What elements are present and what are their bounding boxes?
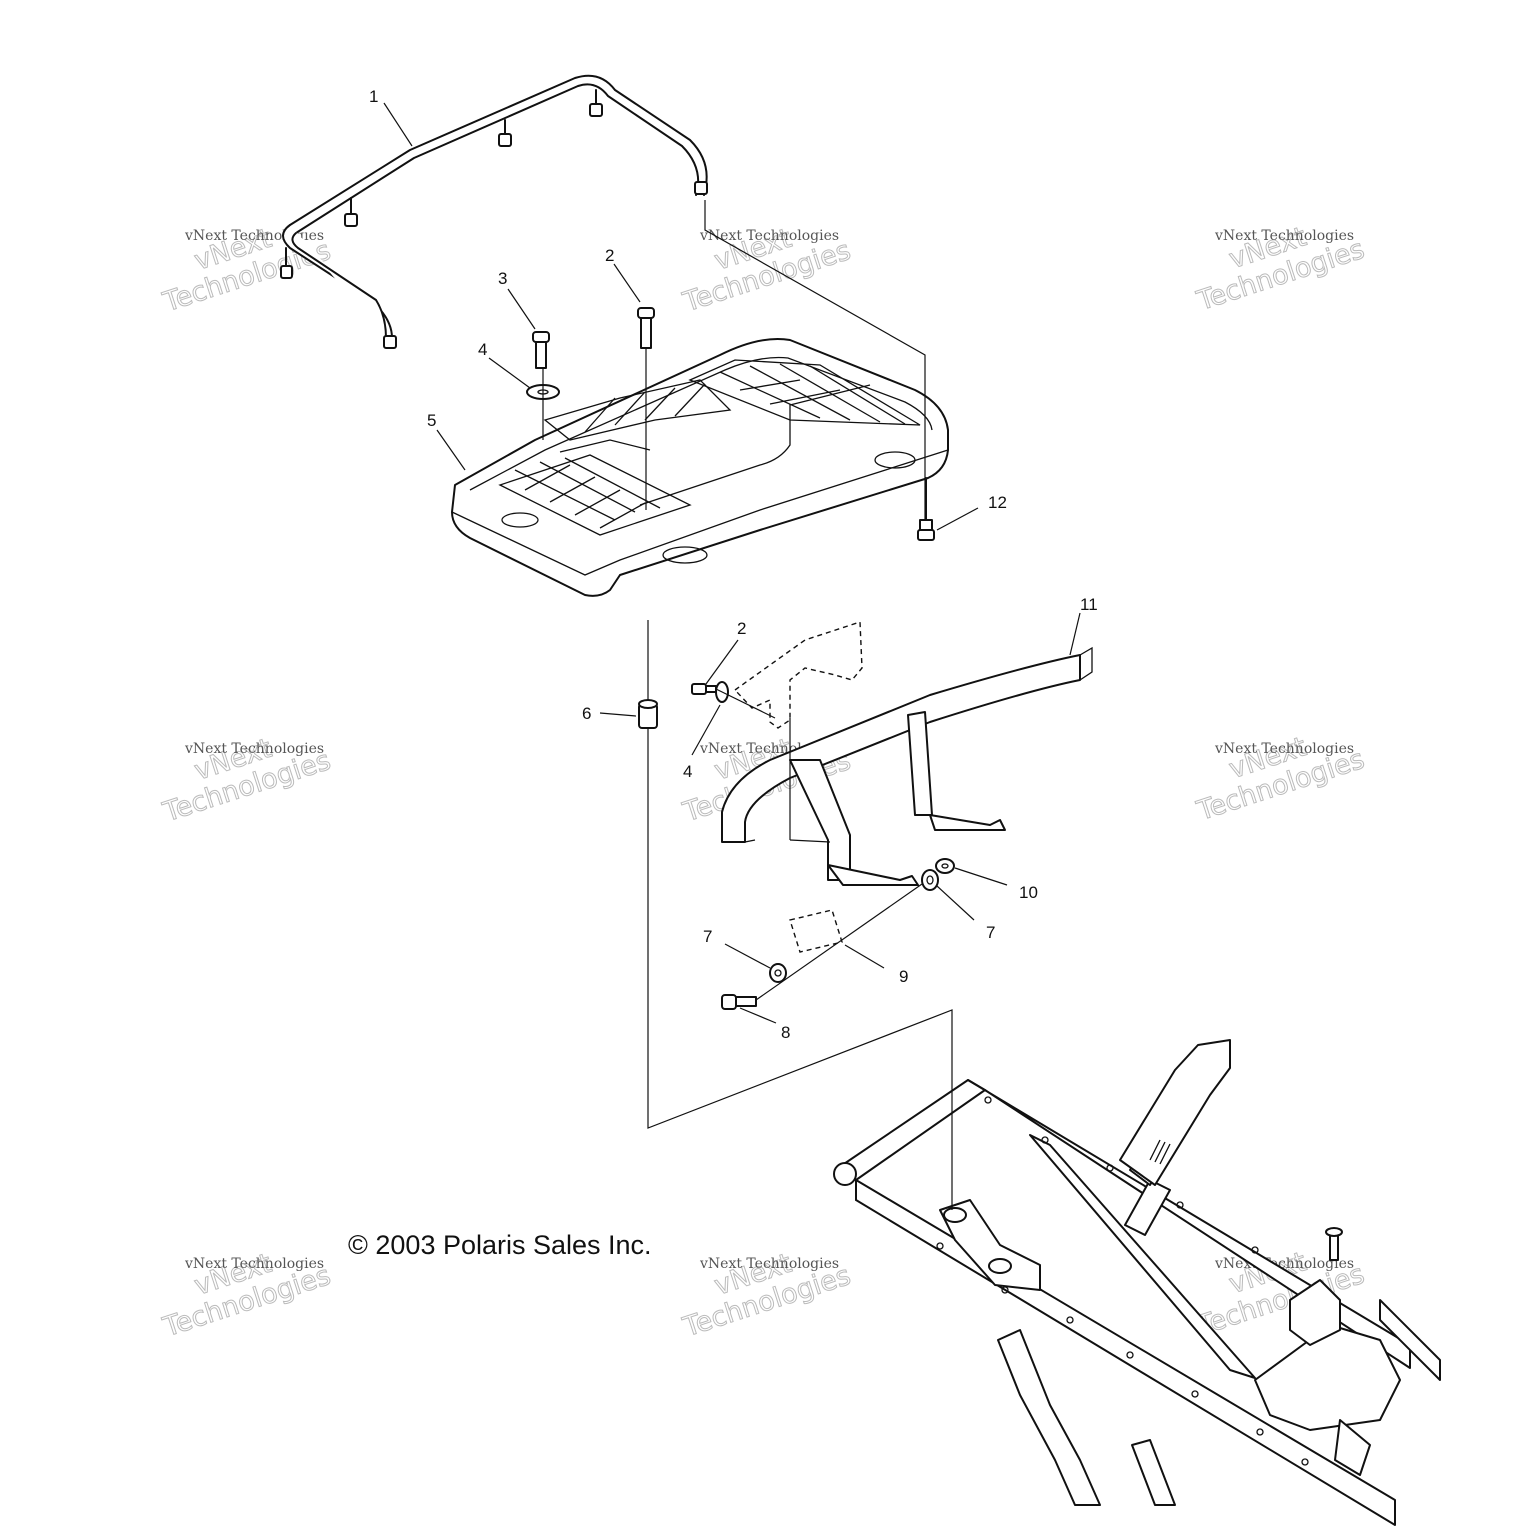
rail-post bbox=[280, 247, 293, 279]
bolt-part-2 bbox=[637, 307, 655, 349]
svg-text:vNext Technologies: vNext Technologies bbox=[1214, 741, 1354, 757]
callout-1: 1 bbox=[369, 87, 378, 106]
callout-7-left: 7 bbox=[703, 927, 712, 946]
spacer-part-6 bbox=[638, 699, 658, 729]
callout-11: 11 bbox=[1080, 595, 1098, 614]
rail-post bbox=[498, 119, 512, 147]
svg-text:vNext Technologies: vNext Technologies bbox=[1214, 228, 1354, 244]
rail-post bbox=[344, 197, 358, 227]
callout-10: 10 bbox=[1019, 883, 1038, 902]
watermark: vNext vNext Technologies Technologies bbox=[1192, 221, 1368, 318]
bracket-outline-dashed bbox=[733, 621, 863, 729]
callout-2-lower: 2 bbox=[737, 619, 746, 638]
rack-rail-part-1 bbox=[280, 74, 708, 349]
callout-12: 12 bbox=[988, 493, 1007, 512]
bolt-part-2-lower bbox=[691, 683, 717, 695]
rack-grid-left bbox=[498, 454, 692, 536]
washer-part-7-right bbox=[921, 869, 939, 891]
watermark: vNext vNext Technologies Technologies bbox=[158, 222, 334, 319]
callout-labels: 1 2 3 4 5 12 11 2 6 4 10 7 7 9 8 bbox=[369, 87, 1098, 1042]
washer-part-7-left bbox=[769, 963, 787, 983]
plate-part-9 bbox=[789, 909, 843, 953]
watermark: vNext vNext Technologies Technologies bbox=[678, 222, 854, 319]
rack-grid-center bbox=[543, 379, 732, 453]
svg-text:vNext Technologies: vNext Technologies bbox=[699, 1256, 839, 1272]
nut-part-10 bbox=[935, 858, 955, 874]
callout-9: 9 bbox=[899, 967, 908, 986]
watermark: vNext vNext Technologies Technologies bbox=[1192, 731, 1368, 828]
rail-post bbox=[694, 181, 708, 195]
svg-text:vNext Technologies: vNext Technologies bbox=[184, 741, 324, 757]
bolt-part-8 bbox=[721, 994, 757, 1010]
callout-2: 2 bbox=[605, 246, 614, 265]
callout-5: 5 bbox=[427, 411, 436, 430]
watermark: vNext vNext Technologies Technologies bbox=[158, 1247, 334, 1344]
svg-text:vNext Technologies: vNext Technologies bbox=[184, 1256, 324, 1272]
callout-leaders bbox=[383, 102, 1081, 1024]
callout-4: 4 bbox=[478, 340, 487, 359]
bumper-part-11 bbox=[721, 646, 1093, 886]
rack-part-5 bbox=[451, 338, 949, 597]
callout-8: 8 bbox=[781, 1023, 790, 1042]
bolt-part-12 bbox=[917, 477, 935, 541]
bolt-part-3 bbox=[532, 331, 550, 369]
rail-post bbox=[589, 89, 603, 117]
callout-6: 6 bbox=[582, 704, 591, 723]
rail-post bbox=[383, 335, 397, 349]
watermark: vNext vNext Technologies Technologies bbox=[678, 1247, 854, 1344]
copyright-text: © 2003 Polaris Sales Inc. bbox=[348, 1230, 652, 1260]
rack-grid-right bbox=[688, 359, 921, 426]
callout-3: 3 bbox=[498, 269, 507, 288]
vehicle-frame bbox=[833, 1039, 1441, 1526]
callout-4-lower: 4 bbox=[683, 762, 692, 781]
svg-text:vNext Technologies: vNext Technologies bbox=[699, 228, 839, 244]
watermark: vNext vNext Technologies Technologies bbox=[158, 732, 334, 829]
callout-7-right: 7 bbox=[986, 923, 995, 942]
assembly-lines bbox=[542, 200, 953, 1210]
